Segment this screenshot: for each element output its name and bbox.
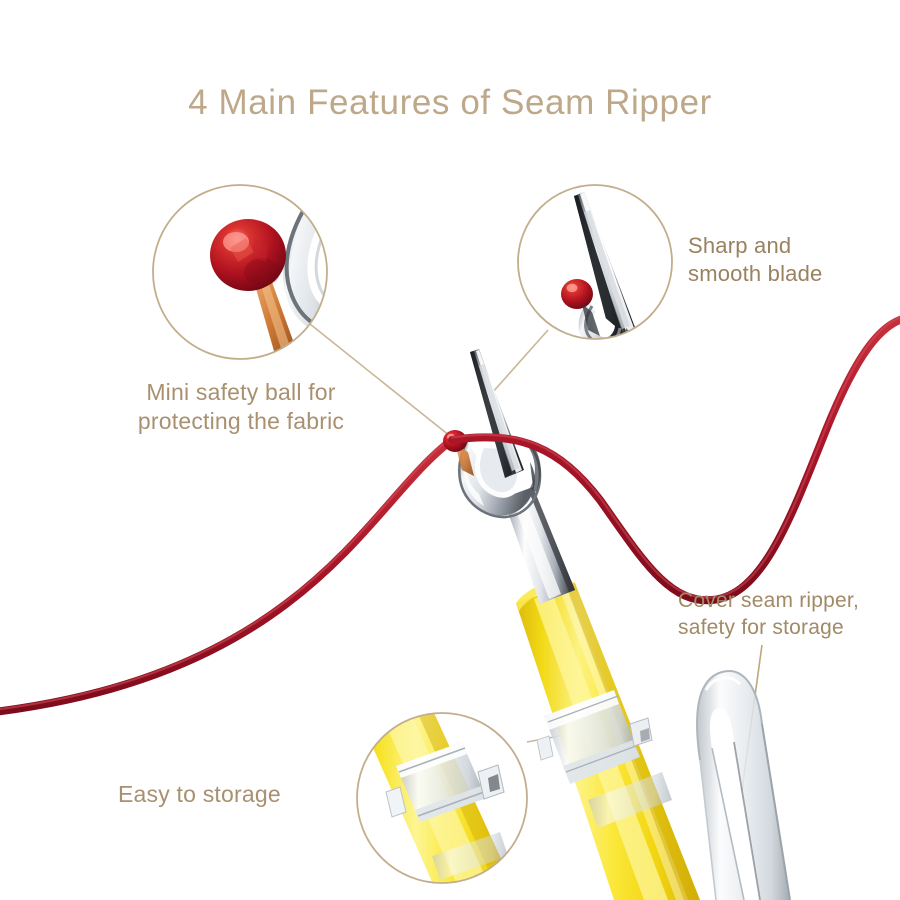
thread-red-front	[448, 315, 900, 605]
label-easy-to-storage: Easy to storage	[118, 781, 281, 807]
page-title: 4 Main Features of Seam Ripper	[188, 83, 712, 122]
callout-safety-ball	[152, 184, 328, 360]
ripper-chrome-shaft	[503, 487, 575, 604]
callout-blade	[517, 184, 673, 340]
seam-ripper-tool	[443, 349, 700, 900]
label-cover-seam-ripper: Cover seam ripper, safety for storage	[678, 589, 860, 639]
handle-lower-clear-band	[588, 772, 672, 828]
label-mini-safety-ball: Mini safety ball for protecting the fabr…	[137, 379, 345, 435]
label-sharp-smooth-blade: Sharp and smooth blade	[688, 233, 823, 287]
leader-line-safety-ball	[304, 319, 456, 441]
ripper-blade-point	[470, 349, 524, 478]
protective-cap	[695, 670, 791, 900]
handle-clear-ring	[536, 690, 653, 784]
callout-handle-clip	[356, 712, 528, 884]
thread-red	[0, 436, 456, 716]
leader-line-blade	[491, 329, 549, 394]
